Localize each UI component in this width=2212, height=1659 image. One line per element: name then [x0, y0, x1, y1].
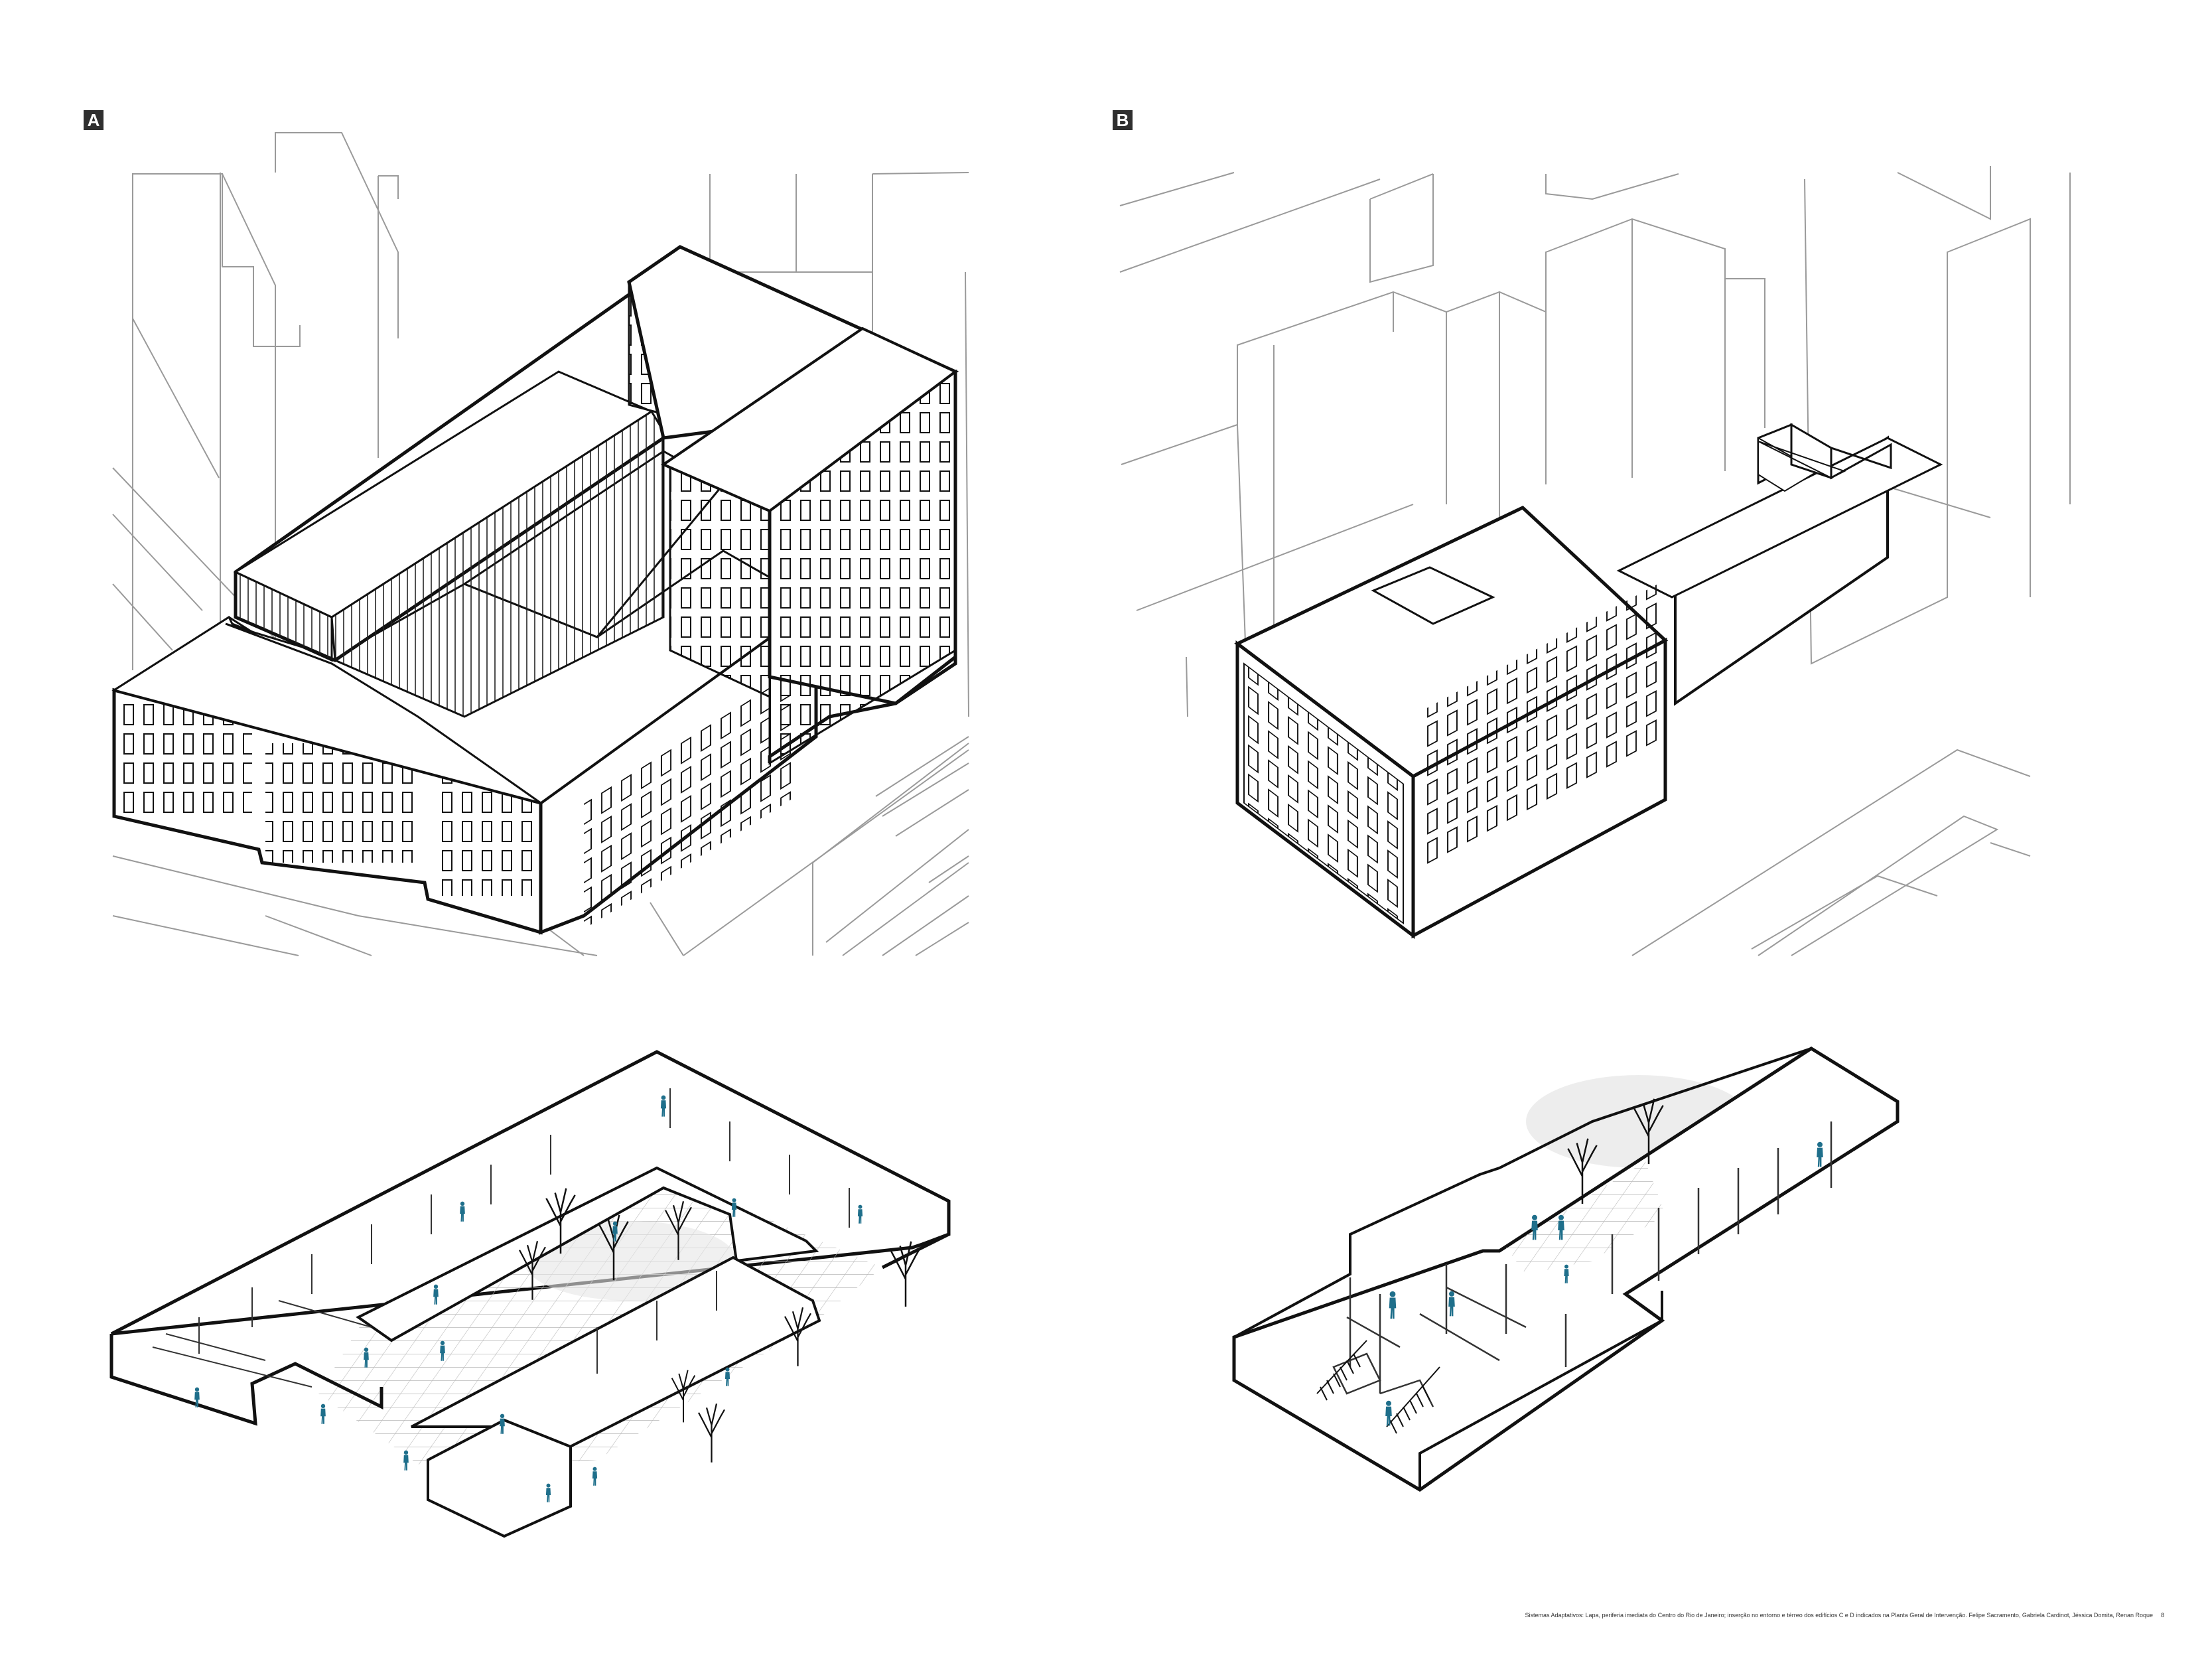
panel-label-a: A [84, 110, 104, 130]
panel-a-context [112, 132, 969, 956]
figure-caption: Sistemas Adaptativos: Lapa, periferia im… [1525, 1612, 2164, 1619]
building-b-axonometric [1234, 423, 1943, 940]
ground-floor-a [109, 1050, 951, 1538]
building-a-axonometric [111, 245, 959, 935]
caption-text: Sistemas Adaptativos: Lapa, periferia im… [1525, 1612, 2153, 1619]
ground-floor-b [1232, 1046, 1900, 1492]
panel-label-b: B [1113, 110, 1133, 130]
page-number: 8 [2160, 1612, 2164, 1619]
